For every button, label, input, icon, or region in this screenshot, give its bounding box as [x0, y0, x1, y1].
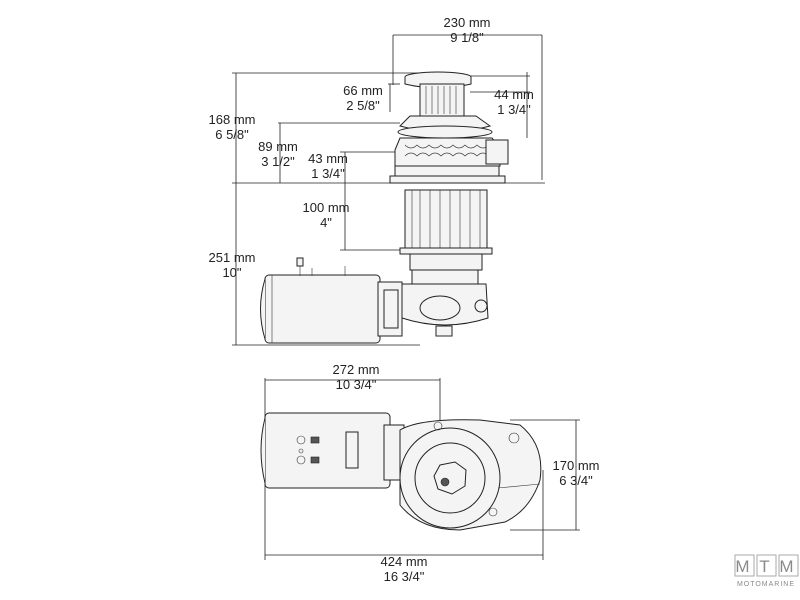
- top-width-inch: 9 1/8": [450, 30, 484, 45]
- gearbox: [401, 283, 489, 337]
- side-view-dimension-lines: [232, 34, 545, 346]
- side-view-labels: 230 mm 9 1/8" 66 mm 2 5/8" 44 mm 1 3/4" …: [209, 15, 534, 280]
- overall-length-inch: 16 3/4": [384, 569, 425, 584]
- gypsy-drum: [397, 71, 493, 139]
- below-deck-inch: 10": [222, 265, 241, 280]
- base-width-inch: 10 3/4": [336, 377, 377, 392]
- watermark-letter-1: M: [735, 557, 752, 576]
- base-offset-inch: 1 3/4": [311, 166, 345, 181]
- drum-offset-inch: 1 3/4": [497, 102, 531, 117]
- drum-offset-mm: 44 mm: [494, 87, 534, 102]
- top-view-labels: 272 mm 10 3/4" 170 mm 6 3/4" 424 mm 16 3…: [333, 362, 600, 584]
- motor-top: [260, 412, 405, 489]
- base-width-mm: 272 mm: [333, 362, 380, 377]
- top-width-mm: 230 mm: [444, 15, 491, 30]
- chain-wheel-mm: 89 mm: [258, 139, 298, 154]
- drum-height-inch: 2 5/8": [346, 98, 380, 113]
- motomarine-watermark: M T M MOTOMARINE: [734, 554, 799, 588]
- below-deck-shaft: [399, 189, 493, 285]
- deck-thickness-mm: 100 mm: [303, 200, 350, 215]
- above-deck-mm: 168 mm: [209, 112, 256, 127]
- chain-wheel: [389, 137, 509, 184]
- side-view: 230 mm 9 1/8" 66 mm 2 5/8" 44 mm 1 3/4" …: [209, 15, 545, 346]
- overall-length-mm: 424 mm: [381, 554, 428, 569]
- watermark-letter-3: M: [779, 557, 796, 576]
- drum-height-mm: 66 mm: [343, 83, 383, 98]
- chain-wheel-inch: 3 1/2": [261, 154, 295, 169]
- deck-thickness-inch: 4": [320, 215, 332, 230]
- base-depth-inch: 6 3/4": [559, 473, 593, 488]
- watermark-letter-2: T: [759, 557, 772, 576]
- base-depth-mm: 170 mm: [553, 458, 600, 473]
- watermark-subtitle: MOTOMARINE: [737, 581, 795, 588]
- top-view: 272 mm 10 3/4" 170 mm 6 3/4" 424 mm 16 3…: [260, 362, 600, 584]
- motor: [260, 257, 403, 344]
- above-deck-inch: 6 5/8": [215, 127, 249, 142]
- gearbox-top: [399, 419, 542, 531]
- base-offset-mm: 43 mm: [308, 151, 348, 166]
- below-deck-mm: 251 mm: [209, 250, 256, 265]
